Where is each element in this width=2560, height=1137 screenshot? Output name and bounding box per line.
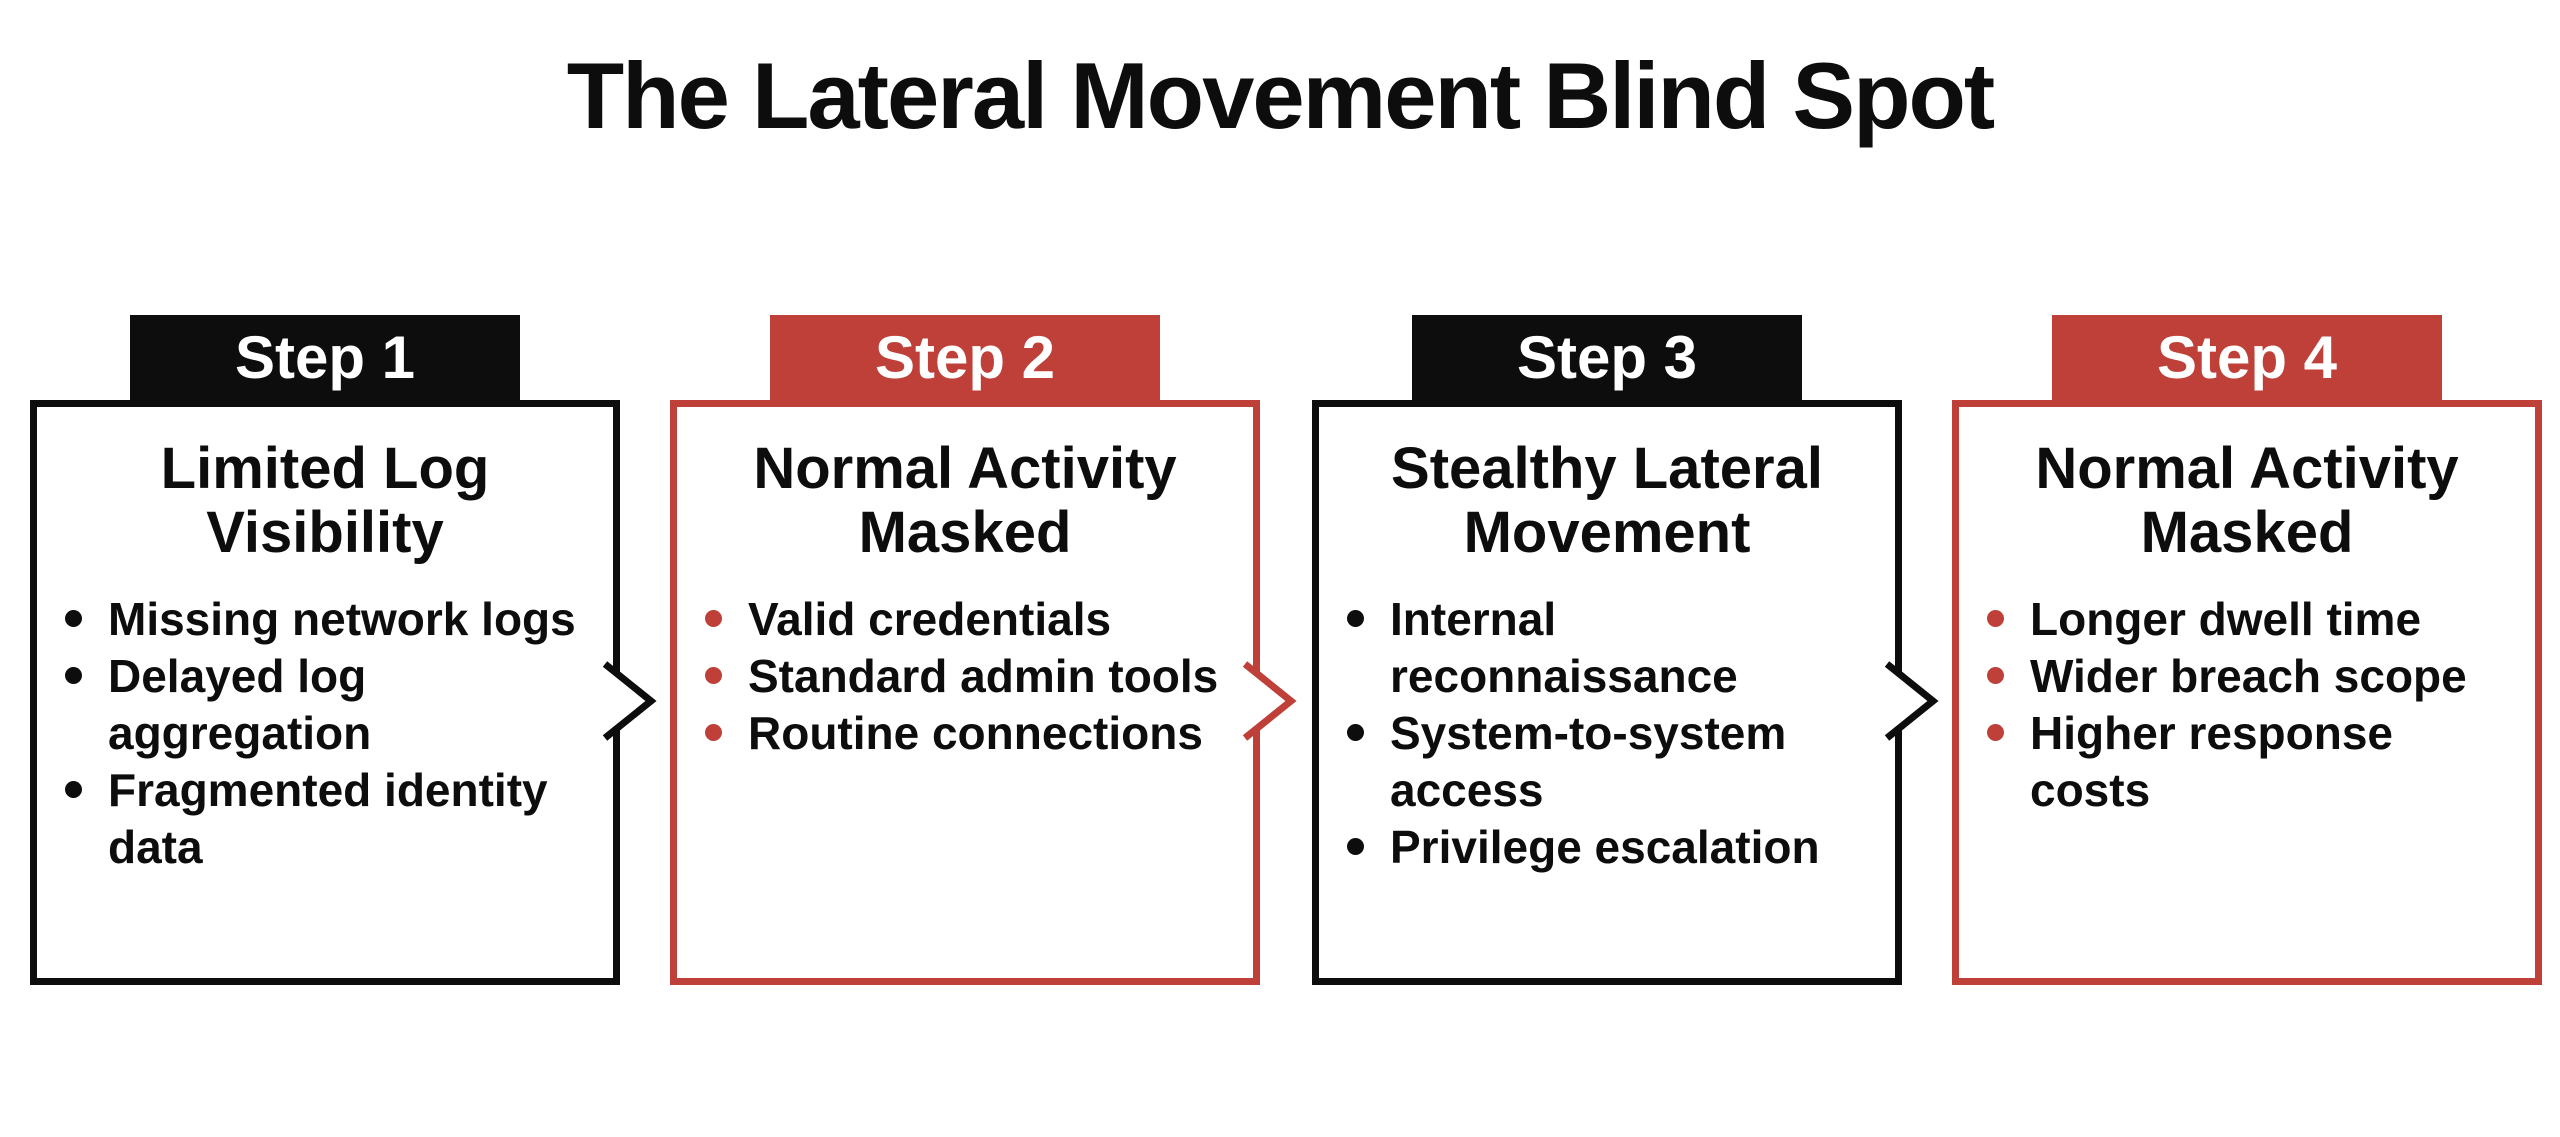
- bullet-dot: [1987, 724, 2004, 741]
- list-item: Higher response costs: [1984, 705, 2514, 819]
- page-title: The Lateral Movement Blind Spot: [566, 43, 1996, 148]
- list-item-text: Routine connections: [748, 707, 1203, 759]
- list-item-text: Privilege escalation: [1390, 821, 1820, 873]
- list-item-text: Fragmented identity data: [108, 764, 548, 873]
- list-item: System-to-system access: [1344, 705, 1874, 819]
- step-card-3: Step 3 Stealthy Lateral Movement Interna…: [1312, 315, 1939, 985]
- card-title-line: Masked: [858, 500, 1072, 565]
- list-item: Standard admin tools: [702, 648, 1232, 705]
- list-item: Wider breach scope: [1984, 648, 2514, 705]
- bullet-dot: [1987, 610, 2004, 627]
- card-title-line: Normal Activity: [2035, 436, 2459, 501]
- bullet-list-4: Longer dwell time Wider breach scope Hig…: [1984, 591, 2523, 819]
- bullet-list-2: Valid credentials Standard admin tools R…: [702, 591, 1241, 762]
- list-item-text: System-to-system access: [1390, 707, 1787, 816]
- card-title-line: Movement: [1463, 500, 1751, 565]
- card-title-4: Normal Activity Masked: [1959, 437, 2535, 565]
- bullet-dot: [705, 667, 722, 684]
- card-title-line: Normal Activity: [753, 436, 1177, 501]
- bullet-dot: [1347, 724, 1364, 741]
- bullet-dot: [705, 610, 722, 627]
- bullet-list-1: Missing network logs Delayed log aggrega…: [62, 591, 601, 876]
- bullet-dot: [1347, 610, 1364, 627]
- list-item: Valid credentials: [702, 591, 1232, 648]
- bullet-dot: [65, 781, 82, 798]
- list-item: Longer dwell time: [1984, 591, 2514, 648]
- list-item: Delayed log aggregation: [62, 648, 592, 762]
- list-item: Routine connections: [702, 705, 1232, 762]
- step-tab-2: Step 2: [770, 315, 1160, 400]
- step-tab-3: Step 3: [1412, 315, 1802, 400]
- list-item-text: Delayed log aggregation: [108, 650, 372, 759]
- list-item-text: Higher response costs: [2030, 707, 2393, 816]
- list-item-text: Standard admin tools: [748, 650, 1219, 702]
- flow-arrow-icon: [1242, 657, 1300, 745]
- bullet-dot: [1987, 667, 2004, 684]
- bullet-dot: [65, 667, 82, 684]
- bullet-list-3: Internal reconnaissance System-to-system…: [1344, 591, 1883, 876]
- step-card-4: Step 4 Normal Activity Masked Longer dwe…: [1952, 315, 2542, 985]
- list-item-text: Valid credentials: [748, 593, 1112, 645]
- list-item: Privilege escalation: [1344, 819, 1874, 876]
- bullet-dot: [1347, 838, 1364, 855]
- flow-arrow-icon: [1884, 657, 1942, 745]
- step-card-1: Step 1 Limited Log Visibility Missing ne…: [30, 315, 657, 985]
- card-title-line: Stealthy Lateral: [1391, 436, 1823, 501]
- step-card-2: Step 2 Normal Activity Masked Valid cred…: [670, 315, 1297, 985]
- list-item-text: Missing network logs: [108, 593, 576, 645]
- list-item: Fragmented identity data: [62, 762, 592, 876]
- bullet-dot: [705, 724, 722, 741]
- list-item-text: Wider breach scope: [2030, 650, 2467, 702]
- card-title-2: Normal Activity Masked: [677, 437, 1253, 565]
- list-item: Missing network logs: [62, 591, 592, 648]
- list-item: Internal reconnaissance: [1344, 591, 1874, 705]
- flow-arrow-icon: [602, 657, 660, 745]
- list-item-text: Longer dwell time: [2030, 593, 2422, 645]
- step-tab-1: Step 1: [130, 315, 520, 400]
- card-title-3: Stealthy Lateral Movement: [1319, 437, 1895, 565]
- card-title-line: Visibility: [206, 500, 444, 565]
- list-item-text: Internal reconnaissance: [1390, 593, 1738, 702]
- bullet-dot: [65, 610, 82, 627]
- card-title-line: Masked: [2140, 500, 2354, 565]
- card-title-1: Limited Log Visibility: [37, 437, 613, 565]
- step-tab-4: Step 4: [2052, 315, 2442, 400]
- card-title-line: Limited Log: [160, 436, 490, 501]
